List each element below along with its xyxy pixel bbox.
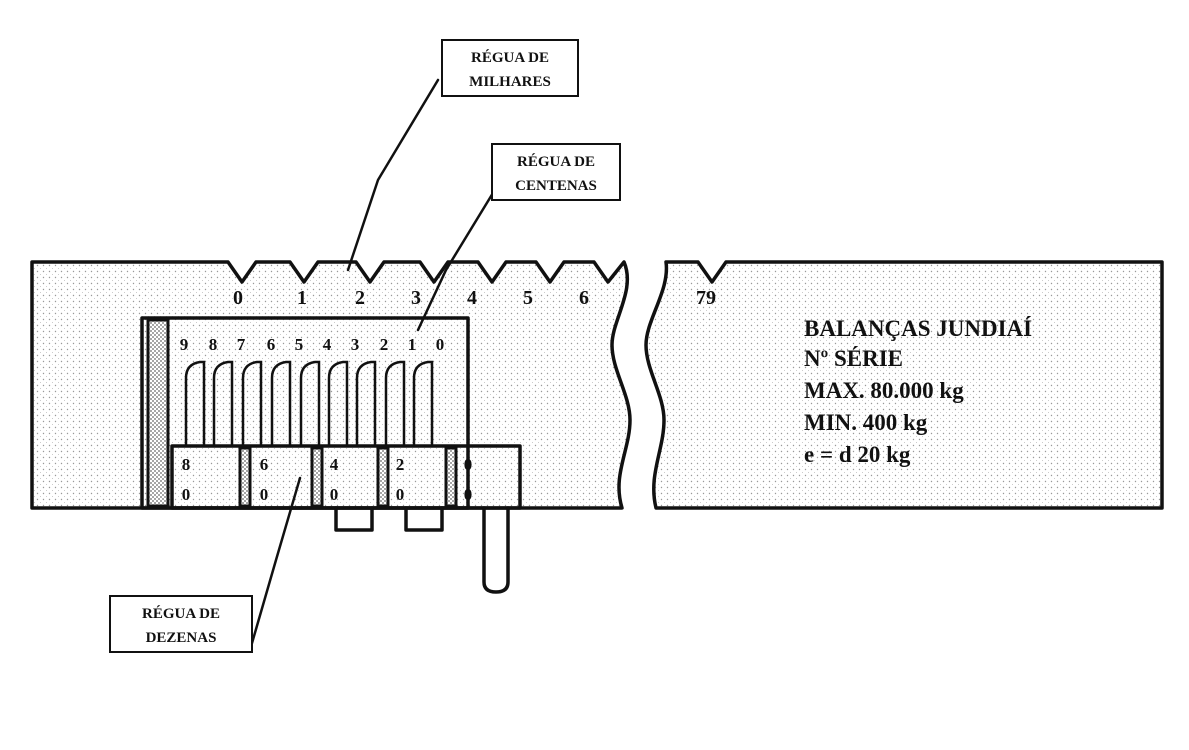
thousands-digit: 6 — [579, 287, 589, 309]
hundreds-digit: 6 — [267, 335, 276, 354]
hundreds-digit: 7 — [237, 335, 246, 354]
hundreds-slider-hatch — [146, 318, 170, 508]
leader-line-milhares — [346, 78, 440, 272]
tens-slider-frame — [170, 444, 522, 510]
thousands-digit: 1 — [297, 287, 307, 309]
hundreds-digit: 0 — [436, 335, 445, 354]
thousands-digit: 3 — [411, 287, 421, 309]
nameplate-brand: BALANÇAS JUNDIAÍ — [804, 316, 1032, 341]
callout-milhares-line2: MILHARES — [469, 74, 551, 90]
tens-peg-left — [334, 506, 374, 532]
thousands-beam-right — [644, 260, 1164, 510]
hundreds-digit: 1 — [408, 335, 417, 354]
tens-digit-bottom: 0 — [260, 485, 269, 504]
hundreds-pin — [482, 506, 510, 594]
leader-line-dezenas — [248, 476, 302, 652]
hundreds-digit: 2 — [380, 335, 389, 354]
leader-line-centenas — [416, 186, 498, 332]
hundreds-digit: 5 — [295, 335, 304, 354]
hundreds-digit: 3 — [351, 335, 360, 354]
callout-milhares-line1: RÉGUA DE — [471, 49, 549, 66]
tens-peg-right — [404, 506, 444, 532]
nameplate-resolution: e = d 20 kg — [804, 442, 911, 467]
hundreds-notches — [184, 360, 434, 448]
thousands-scale: 0 1 2 3 4 5 6 79 — [233, 287, 716, 309]
thousands-digit: 5 — [523, 287, 533, 309]
tens-digit-bottom: 0 — [396, 485, 405, 504]
hundreds-digit: 9 — [180, 335, 189, 354]
nameplate-max: MAX. 80.000 kg — [804, 378, 964, 403]
thousands-digit: 2 — [355, 287, 365, 309]
nameplate: BALANÇAS JUNDIAÍ Nº SÉRIE MAX. 80.000 kg… — [804, 316, 1032, 467]
tens-digit-bottom: 0 — [464, 485, 473, 504]
callout-centenas-line2: CENTENAS — [515, 178, 597, 194]
tens-dividers — [238, 446, 458, 508]
nameplate-serial: Nº SÉRIE — [804, 346, 903, 371]
tens-digit-top: 0 — [464, 455, 473, 474]
callout-dezenas-line2: DEZENAS — [146, 630, 217, 646]
thousands-digit-end: 79 — [696, 287, 716, 309]
hundreds-scale: 9 8 7 6 5 4 3 2 1 0 — [180, 335, 445, 354]
thousands-digit: 4 — [467, 287, 477, 309]
tens-digit-bottom: 0 — [182, 485, 191, 504]
tens-digit-top: 6 — [260, 455, 269, 474]
callout-milhares: RÉGUA DE MILHARES — [441, 39, 579, 97]
callout-dezenas: RÉGUA DE DEZENAS — [109, 595, 253, 653]
callout-centenas: RÉGUA DE CENTENAS — [491, 143, 621, 201]
callout-centenas-line1: RÉGUA DE — [517, 153, 595, 170]
nameplate-min: MIN. 400 kg — [804, 410, 928, 435]
hundreds-digit: 8 — [209, 335, 218, 354]
thousands-digit: 0 — [233, 287, 243, 309]
hundreds-digit: 4 — [323, 335, 332, 354]
tens-digit-top: 2 — [396, 455, 405, 474]
tens-scale: 8 6 4 2 0 0 0 0 0 0 — [182, 455, 473, 504]
tens-digit-bottom: 0 — [330, 485, 339, 504]
tens-digit-top: 8 — [182, 455, 191, 474]
tens-digit-top: 4 — [330, 455, 339, 474]
callout-dezenas-line1: RÉGUA DE — [142, 605, 220, 622]
